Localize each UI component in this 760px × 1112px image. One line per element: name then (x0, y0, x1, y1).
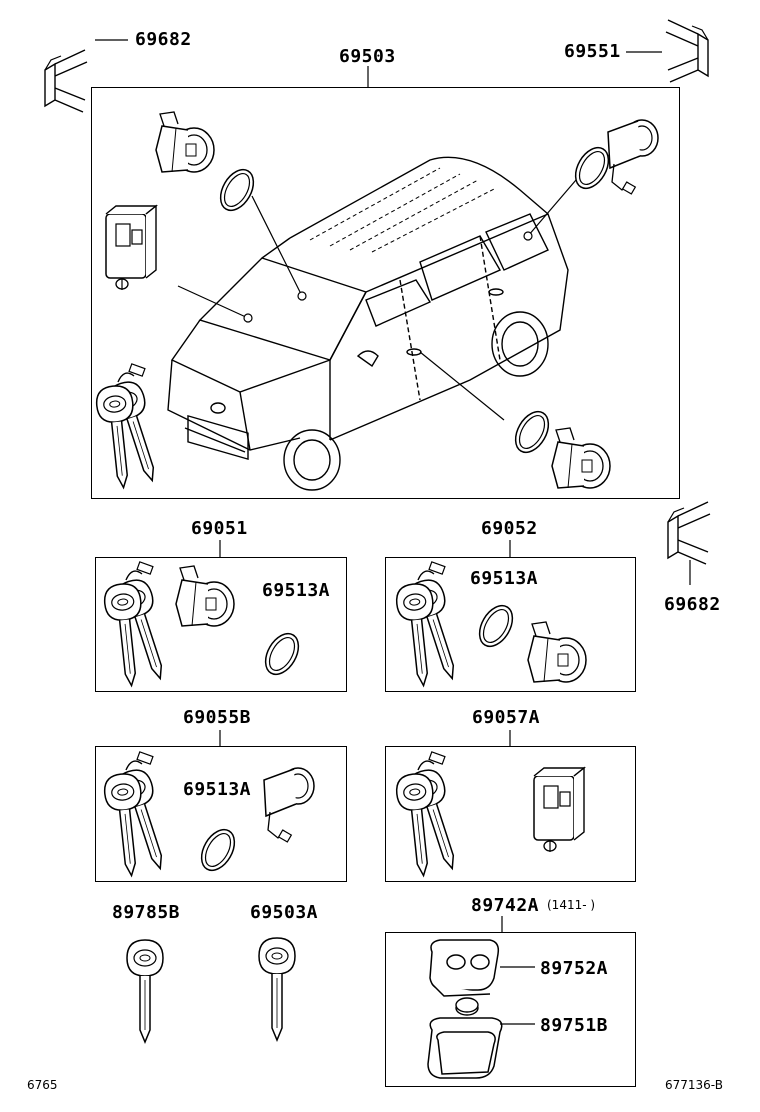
part-label-cyl-set-2: 69052 (481, 518, 538, 539)
main-set-box (91, 87, 680, 499)
lock-cylinder-icon (155, 111, 215, 173)
transmitter-case-icon (427, 1017, 503, 1079)
part-label-key-main: 69503A (250, 902, 319, 923)
part-label-clip-top-left: 69682 (135, 29, 192, 50)
part-label-cyl-set-1: 69051 (191, 518, 248, 539)
leader-lines (95, 39, 691, 1025)
transmitter-box (385, 932, 636, 1087)
key-icon (395, 752, 469, 878)
footer-left-code: 6765 (27, 1078, 58, 1092)
part-label-key-blank: 89785B (112, 902, 181, 923)
cyl-set-3-box (95, 746, 347, 882)
part-label-transmitter-case: 89751B (540, 1015, 609, 1036)
lock-cylinder-icon (175, 565, 235, 627)
part-label-transmitter: 89742A (471, 895, 540, 916)
key-icon (126, 939, 164, 1043)
key-icon (258, 937, 296, 1041)
part-label-ring-3: 69513A (183, 779, 252, 800)
key-icon (103, 562, 177, 688)
vehicle-outline-icon (167, 156, 569, 491)
part-label-ring-2: 69513A (470, 568, 539, 589)
retaining-ring-icon (472, 599, 520, 653)
lock-cylinder-icon (263, 767, 315, 843)
door-clip-icon (665, 19, 709, 83)
part-label-cyl-set-3: 69055B (183, 707, 252, 728)
lock-cylinder-icon (527, 621, 587, 683)
part-label-transmitter-date: (1411- ) (547, 898, 596, 912)
cyl-set-1-box (95, 557, 347, 692)
key-icon (95, 364, 169, 490)
lock-cylinder-icon (607, 119, 659, 195)
battery-icon (455, 997, 479, 1016)
door-clip-icon (44, 49, 88, 113)
lock-cylinder-icon (551, 427, 611, 489)
retaining-ring-icon (194, 823, 242, 877)
door-clip-icon (667, 501, 711, 565)
key-icon (395, 562, 469, 688)
part-label-clip-top-right: 69551 (564, 41, 621, 62)
part-label-clip-mid-right: 69682 (664, 594, 721, 615)
retaining-ring-icon (508, 405, 556, 459)
retaining-ring-icon (213, 163, 261, 217)
part-label-ring-1: 69513A (262, 580, 331, 601)
ignition-switch-icon (105, 205, 157, 291)
retaining-ring-icon (568, 141, 616, 195)
ignition-switch-icon (533, 767, 585, 853)
retaining-ring-icon (258, 627, 306, 681)
part-label-cyl-set-4: 69057A (472, 707, 541, 728)
transmitter-housing-icon (429, 939, 500, 997)
part-label-transmitter-cover: 89752A (540, 958, 609, 979)
part-label-main-set: 69503 (339, 46, 396, 67)
key-icon (103, 752, 177, 878)
footer-right-code: 677136-B (665, 1078, 723, 1092)
